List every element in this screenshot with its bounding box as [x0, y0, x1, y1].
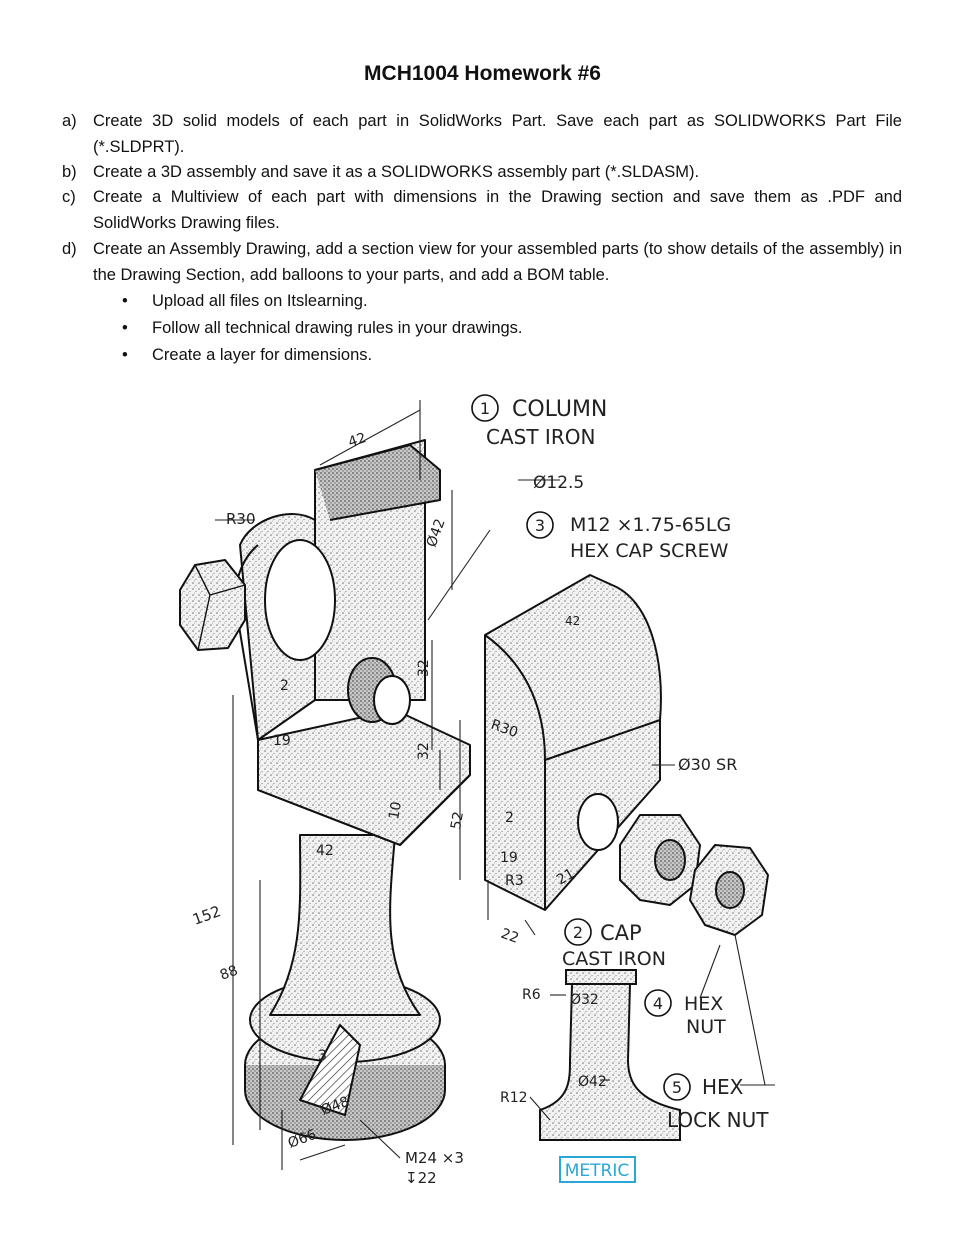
cap-bore: [577, 793, 619, 851]
screw-name: M12 ×1.75-65LG: [570, 514, 731, 536]
svg-text:5: 5: [672, 1078, 682, 1097]
bullet-item: • Follow all technical drawing rules in …: [122, 316, 523, 341]
item-text: Create 3D solid models of each part in S…: [93, 112, 902, 156]
dimension-texts: 42 R30 Ø42 2 19 32 32 10 52 42 152 88 3 …: [190, 430, 737, 1187]
balloon-1: [471, 394, 499, 422]
svg-text:2: 2: [505, 810, 514, 826]
bullet-icon: •: [122, 346, 128, 364]
svg-text:2: 2: [573, 923, 583, 942]
svg-text:152: 152: [190, 902, 223, 929]
svg-text:R3: R3: [505, 873, 524, 889]
svg-text:42: 42: [316, 843, 334, 859]
svg-text:3: 3: [318, 1048, 327, 1064]
svg-text:↧22: ↧22: [405, 1169, 437, 1187]
bullet-item: • Upload all files on Itslearning.: [122, 289, 368, 314]
lock-nut-desc: LOCK NUT: [667, 1108, 769, 1132]
instruction-b: b) Create a 3D assembly and save it as a…: [62, 160, 902, 186]
bullet-icon: •: [122, 319, 128, 337]
cap-name: CAP: [600, 921, 642, 945]
svg-text:32: 32: [416, 659, 432, 677]
item-text: Create an Assembly Drawing, add a sectio…: [93, 240, 902, 284]
lock-nut-name: HEX: [702, 1075, 744, 1099]
column-stem: [269, 834, 421, 1016]
item-text: Create a 3D assembly and save it as a SO…: [93, 163, 700, 181]
svg-text:Ø42: Ø42: [578, 1074, 607, 1090]
svg-text:M24 ×3: M24 ×3: [405, 1149, 464, 1167]
instruction-c: c) Create a Multiview of each part with …: [62, 185, 902, 236]
cap-part: [484, 574, 769, 936]
svg-text:22: 22: [499, 926, 521, 947]
svg-text:1: 1: [480, 399, 490, 418]
svg-text:42: 42: [565, 614, 580, 628]
column-material: CAST IRON: [486, 425, 595, 449]
page-title: MCH1004 Homework #6: [364, 62, 601, 85]
svg-text:R12: R12: [500, 1090, 528, 1106]
svg-text:3: 3: [535, 516, 545, 535]
bullet-icon: •: [122, 292, 128, 310]
column-platform: [257, 709, 471, 846]
hex-nut-name: HEX: [684, 993, 723, 1015]
instruction-d: d) Create an Assembly Drawing, add a sec…: [62, 237, 902, 288]
column-part: [179, 439, 471, 1141]
svg-text:42: 42: [346, 430, 368, 451]
svg-text:Ø42: Ø42: [424, 517, 449, 550]
balloon-4: [644, 989, 672, 1017]
svg-text:21: 21: [554, 866, 577, 889]
svg-text:19: 19: [273, 733, 291, 749]
balloon-3: [526, 511, 554, 539]
hex-nut-desc: NUT: [686, 1016, 726, 1038]
metric-label: METRIC: [559, 1156, 636, 1183]
item-text: Create a Multiview of each part with dim…: [93, 188, 902, 232]
profile-view: [539, 969, 681, 1141]
bullet-item: • Create a layer for dimensions.: [122, 343, 372, 368]
screw-dia: Ø12.5: [533, 473, 584, 493]
svg-text:4: 4: [653, 994, 663, 1013]
item-label: d): [62, 240, 77, 258]
hex-cap-screw-head: [179, 559, 246, 651]
svg-text:R6: R6: [522, 987, 541, 1003]
balloon-5: [663, 1073, 691, 1101]
svg-text:METRIC: METRIC: [565, 1161, 630, 1181]
section-cut: [299, 1024, 361, 1116]
svg-text:88: 88: [218, 963, 240, 984]
item-label: c): [62, 188, 76, 206]
item-label: b): [62, 163, 77, 181]
column-name: COLUMN: [512, 397, 607, 422]
svg-text:R30: R30: [226, 510, 256, 528]
svg-text:Ø32: Ø32: [570, 992, 599, 1008]
svg-text:32: 32: [416, 742, 432, 760]
balloon-2: [564, 918, 592, 946]
part-balloons: 1 3 2 4 5: [471, 394, 691, 1101]
cap-material: CAST IRON: [562, 948, 666, 970]
dimension-lines: [215, 400, 775, 1170]
svg-text:Ø30 SR: Ø30 SR: [678, 755, 737, 774]
svg-text:19: 19: [500, 850, 518, 866]
part-labels: COLUMN CAST IRON Ø12.5 M12 ×1.75-65LG HE…: [486, 397, 769, 1132]
svg-text:10: 10: [386, 800, 405, 820]
screw-desc: HEX CAP SCREW: [570, 540, 729, 562]
svg-text:52: 52: [448, 810, 467, 830]
svg-text:2: 2: [280, 678, 289, 694]
instruction-a: a) Create 3D solid models of each part i…: [62, 109, 902, 160]
item-label: a): [62, 112, 77, 130]
